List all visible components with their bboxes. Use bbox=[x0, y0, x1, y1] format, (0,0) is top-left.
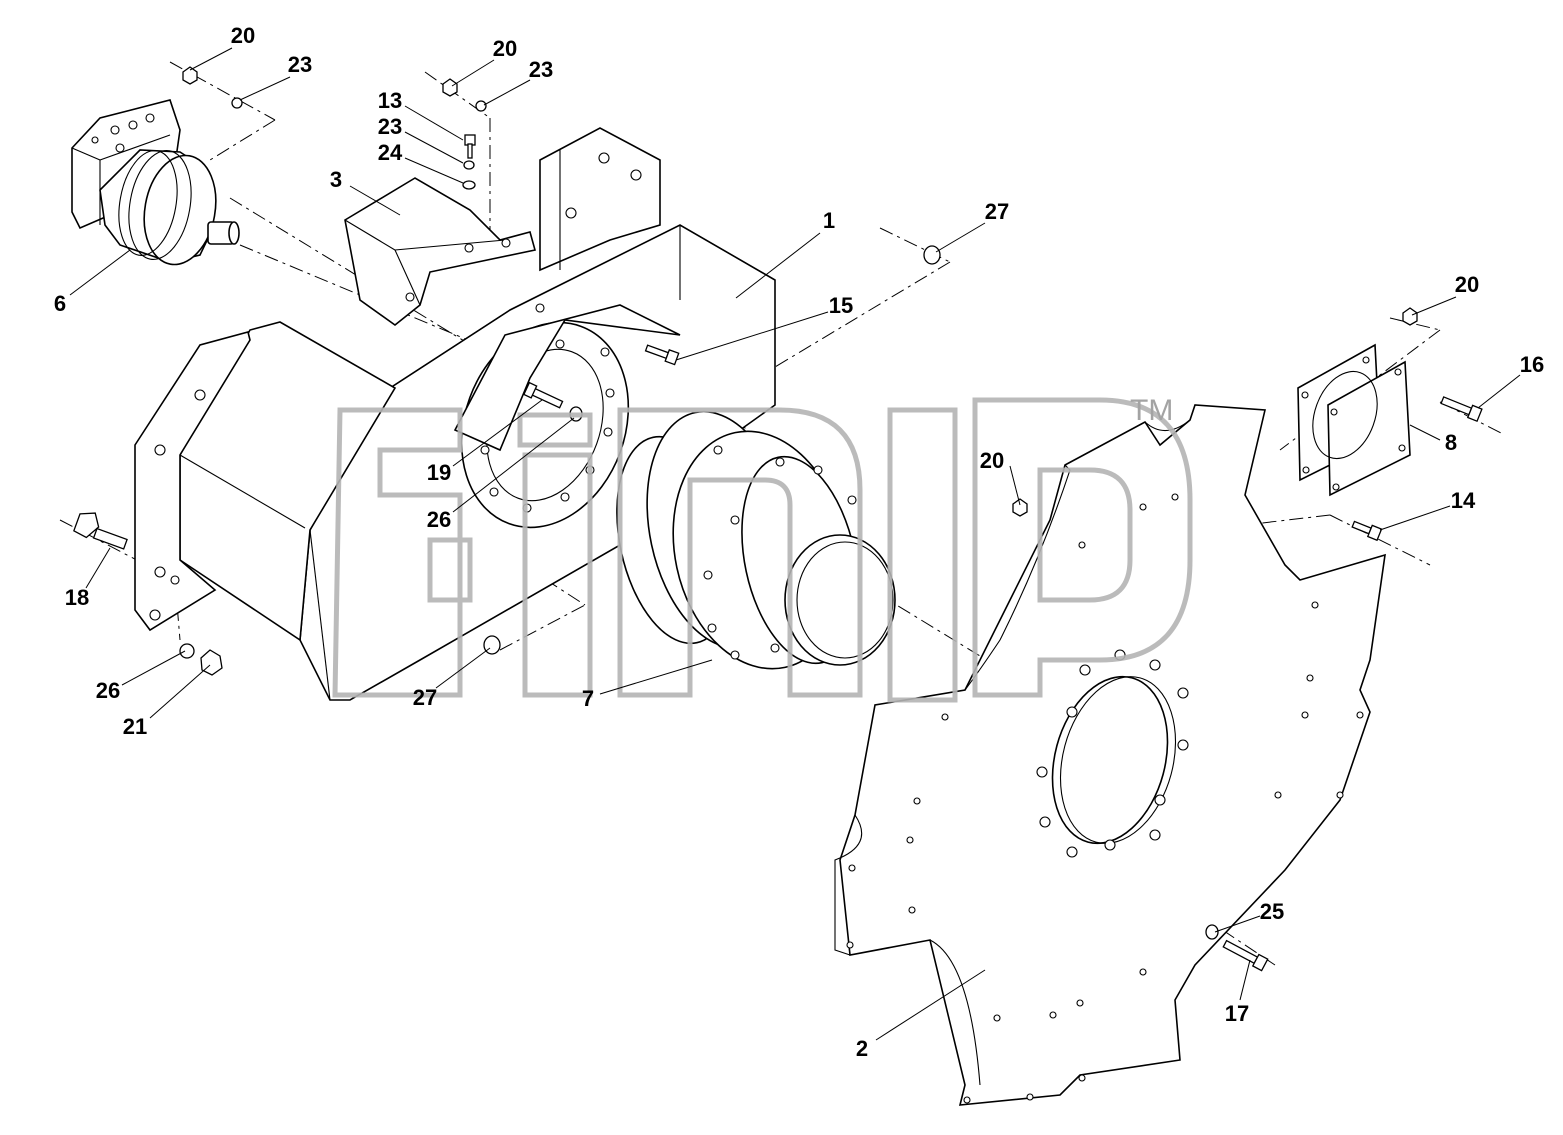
part-callout-14: 14 bbox=[1451, 488, 1476, 513]
leader-line bbox=[239, 76, 291, 101]
leader-line bbox=[1009, 465, 1021, 506]
part-callout-13: 13 bbox=[378, 88, 402, 113]
leader-line bbox=[435, 647, 491, 689]
trademark-symbol: TM bbox=[1130, 394, 1173, 427]
part-callout-3: 3 bbox=[330, 167, 342, 192]
nut-20-b bbox=[442, 78, 458, 97]
mounting-plate bbox=[834, 404, 1386, 1106]
part-callout-23: 23 bbox=[288, 52, 312, 77]
nut-20-d bbox=[1012, 498, 1028, 517]
leader-line bbox=[1239, 959, 1251, 1001]
leader-line bbox=[483, 79, 531, 106]
leader-line bbox=[85, 547, 111, 589]
part-callout-20: 20 bbox=[231, 23, 255, 48]
fasteners bbox=[73, 66, 1483, 972]
part-callout-27: 27 bbox=[985, 199, 1009, 224]
leader-line bbox=[349, 185, 401, 216]
nut-20-a bbox=[182, 66, 198, 85]
leader-line bbox=[189, 47, 233, 71]
leader-line bbox=[599, 659, 713, 695]
part-callout-20: 20 bbox=[1455, 272, 1479, 297]
cover-plate bbox=[344, 177, 536, 327]
wheel-hub bbox=[616, 410, 896, 670]
hydraulic-motor bbox=[71, 99, 240, 266]
part-callout-16: 16 bbox=[1520, 352, 1544, 377]
leader-line bbox=[875, 969, 986, 1041]
part-callout-1: 1 bbox=[823, 208, 835, 233]
part-callout-20: 20 bbox=[493, 36, 517, 61]
leader-line bbox=[451, 59, 495, 87]
part-callout-6: 6 bbox=[54, 291, 66, 316]
square-bearing bbox=[1297, 343, 1411, 497]
leader-line bbox=[452, 399, 543, 467]
part-callout-17: 17 bbox=[1225, 1001, 1249, 1026]
leader-line bbox=[121, 650, 186, 686]
leader-line bbox=[1411, 296, 1457, 316]
part-callout-8: 8 bbox=[1445, 430, 1457, 455]
leader-line bbox=[1214, 915, 1261, 933]
part-callout-24: 24 bbox=[378, 140, 403, 165]
part-callout-26: 26 bbox=[427, 507, 451, 532]
leader-line bbox=[735, 232, 821, 299]
part-callout-26: 26 bbox=[96, 678, 120, 703]
leader-line bbox=[1409, 424, 1441, 441]
leader-line bbox=[149, 664, 211, 719]
part-callout-20: 20 bbox=[980, 448, 1004, 473]
leader-line bbox=[404, 157, 464, 184]
leader-line bbox=[452, 417, 575, 513]
part-callout-18: 18 bbox=[65, 585, 89, 610]
part-callout-7: 7 bbox=[582, 686, 594, 711]
part-callout-15: 15 bbox=[829, 293, 853, 318]
nut-20-c bbox=[1402, 307, 1418, 326]
part-callout-19: 19 bbox=[427, 460, 451, 485]
part-callout-2: 2 bbox=[856, 1036, 868, 1061]
part-callout-23: 23 bbox=[529, 57, 553, 82]
leader-line bbox=[935, 222, 986, 253]
part-callout-21: 21 bbox=[123, 714, 147, 739]
leader-line bbox=[1477, 374, 1521, 409]
leader-line bbox=[404, 105, 464, 141]
part-callout-27: 27 bbox=[413, 685, 437, 710]
leader-line bbox=[69, 249, 131, 296]
part-callout-25: 25 bbox=[1260, 899, 1284, 924]
leader-line bbox=[1379, 505, 1451, 531]
gearbox-housing bbox=[134, 127, 776, 701]
leader-line bbox=[404, 131, 464, 164]
watermark: TM bbox=[332, 394, 1193, 703]
part-callout-23: 23 bbox=[378, 114, 402, 139]
leader-line bbox=[675, 311, 829, 361]
